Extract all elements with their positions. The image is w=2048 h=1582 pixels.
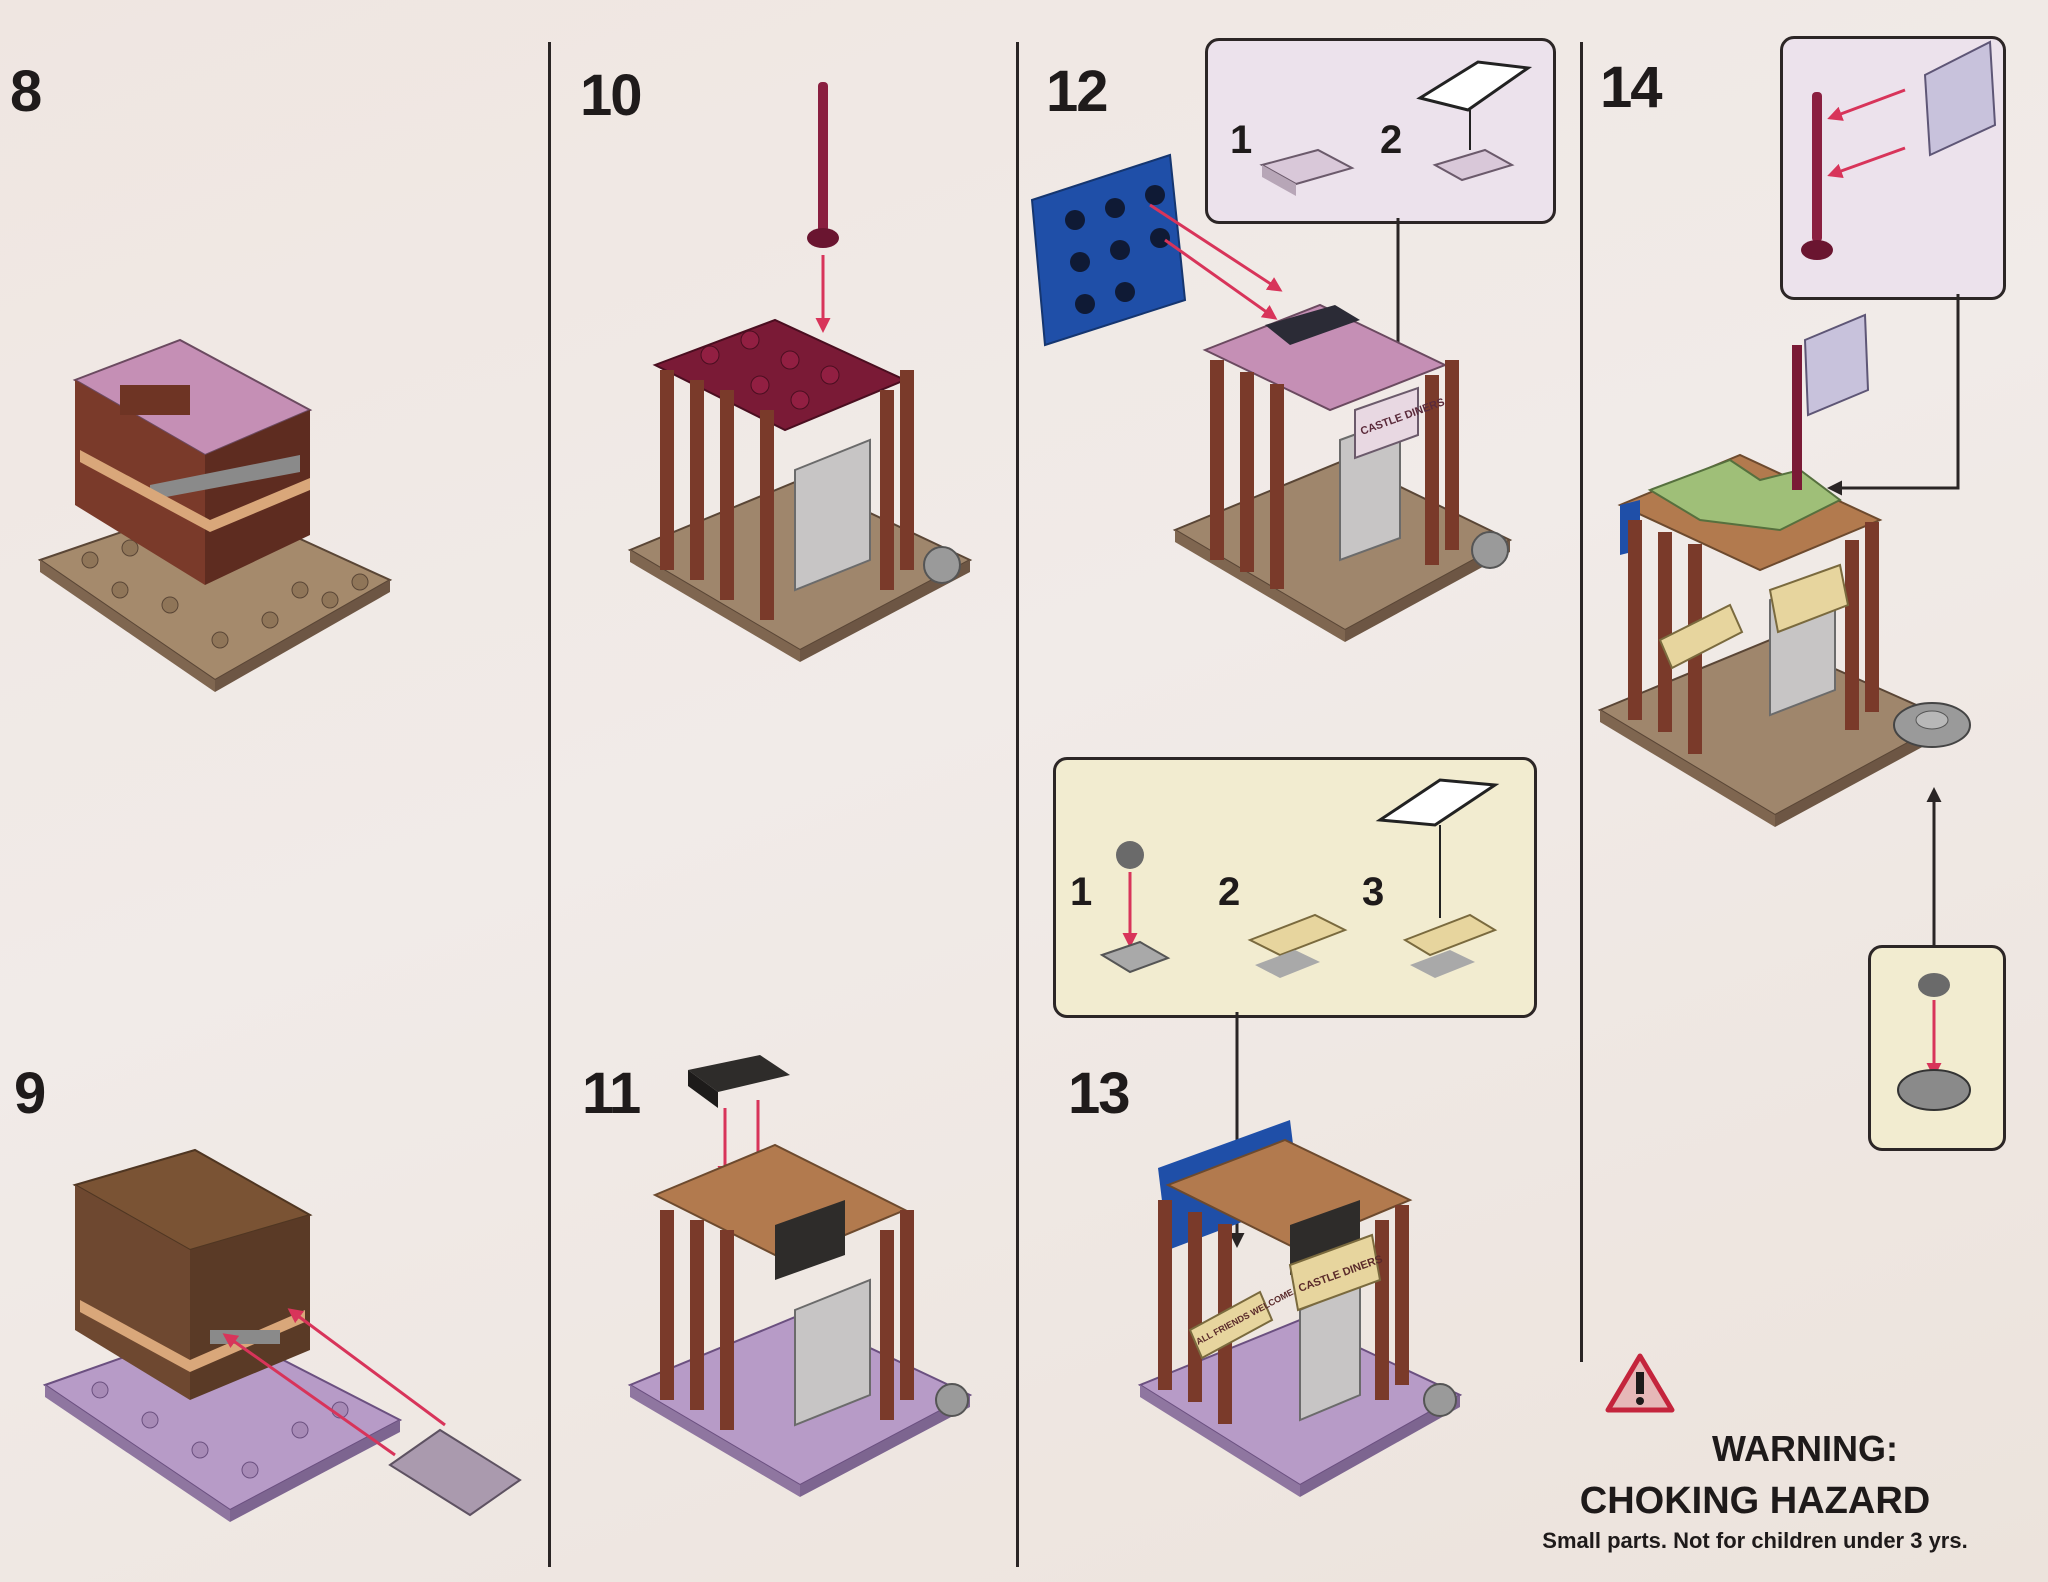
step13-sub-3: 3 (1362, 870, 1385, 914)
step11-model (627, 1055, 973, 1497)
step-number-12: 12 (1046, 59, 1108, 124)
step8-model (37, 338, 393, 692)
warning-subtitle: CHOKING HAZARD (1579, 1480, 1931, 1522)
step-number-14: 14 (1600, 55, 1662, 120)
step13-sub-2: 2 (1218, 870, 1241, 914)
step-number-9: 9 (14, 1061, 46, 1126)
step14-model (1597, 40, 1997, 1111)
divider-3 (1580, 42, 1583, 1362)
warning-title: WARNING: (1712, 1428, 1898, 1469)
step12-model: CASTLE DINERS (1030, 60, 1533, 642)
step12-sub-1: 1 (1230, 118, 1253, 162)
step-number-10: 10 (580, 63, 642, 128)
divider-1 (548, 42, 551, 1567)
step12-sub-2: 2 (1380, 118, 1403, 162)
step-number-13: 13 (1068, 1061, 1130, 1126)
step13-sub-1: 1 (1070, 870, 1093, 914)
step10-model (627, 82, 973, 662)
step9-model (42, 1148, 522, 1522)
divider-2 (1016, 42, 1019, 1567)
warning-triangle-icon (1605, 1353, 1675, 1413)
warning-note: Small parts. Not for children under 3 yr… (1542, 1528, 1968, 1553)
step-number-8: 8 (10, 59, 42, 124)
step13-model: CASTLE DINERS ALL FRIENDS WELCOME (1099, 778, 1500, 1497)
step-number-11: 11 (582, 1061, 641, 1126)
